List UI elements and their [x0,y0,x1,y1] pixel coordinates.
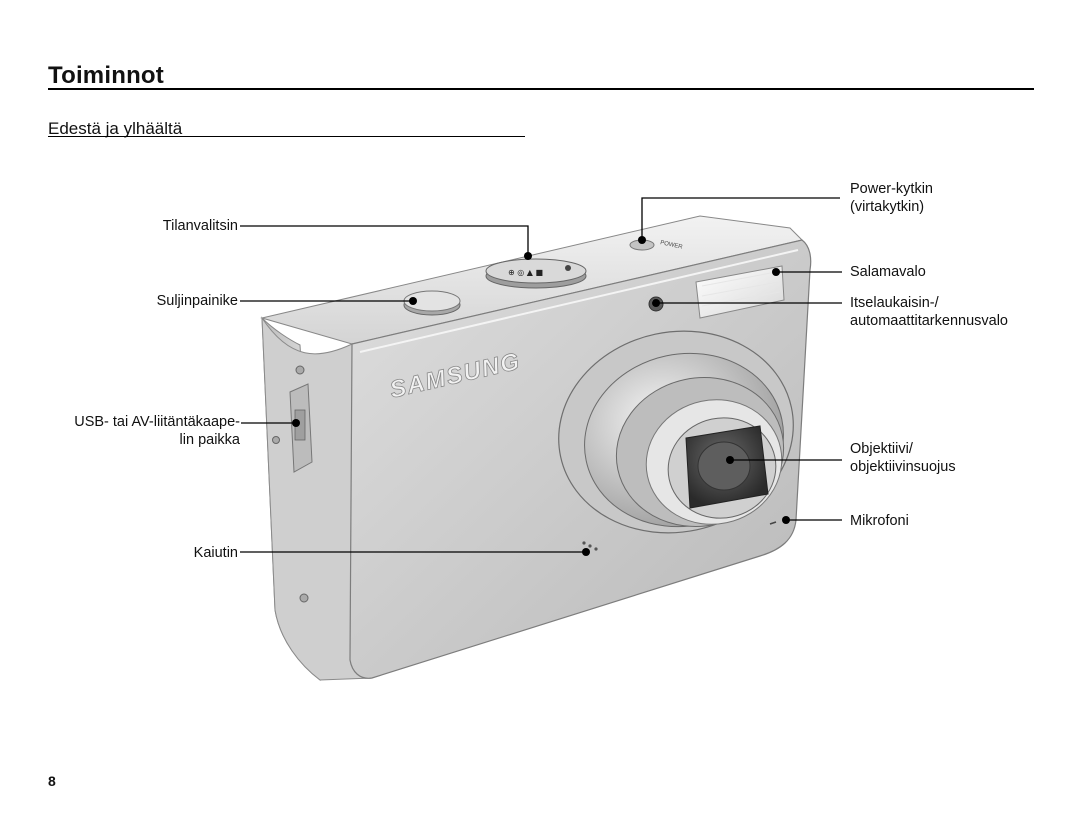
flash-window [695,265,785,319]
callout-lens: Objektiivi/ objektiivinsuojus [850,440,956,476]
callout-usb-port: USB- tai AV-liitäntäkaape- lin paikka [74,413,240,449]
callout-flash: Salamavalo [850,264,926,280]
svg-text:POWER: POWER [660,240,684,251]
camera-left-side [261,316,373,682]
callout-lens-line2: objektiivinsuojus [850,459,956,475]
callout-speaker: Kaiutin [193,545,238,561]
page-title: Toiminnot [48,62,164,89]
callout-self-timer-line2: automaattitarkennusvalo [850,313,1008,329]
callout-power-button-line1: Power-kytkin [850,181,933,197]
power-button: POWER [629,239,684,251]
leader-dots [292,236,790,556]
page-number: 8 [48,773,56,789]
callout-shutter-button: Suljinpainike [156,293,238,309]
usb-port-cover [289,383,313,473]
microphone-hole [769,521,777,525]
callout-usb-port-line1: USB- tai AV-liitäntäkaape- [74,414,240,430]
callout-power-button-line2: (virtakytkin) [850,199,925,215]
callout-microphone: Mikrofoni [850,513,909,529]
svg-text:⊕ ◎ ▲ ■: ⊕ ◎ ▲ ■ [508,268,543,277]
section-title: Edestä ja ylhäältä [48,119,183,138]
side-screw-icon [272,365,309,603]
callout-self-timer: Itselaukaisin-/ automaattitarkennusvalo [850,294,1008,330]
lens-assembly [558,330,794,534]
callout-power-button: Power-kytkin (virtakytkin) [850,180,933,216]
callout-mode-dial: Tilanvalitsin [162,218,238,234]
shutter-button [403,290,461,316]
callout-lens-line1: Objektiivi/ [850,441,913,457]
leader-lines [240,197,842,553]
title-underline [48,88,1034,90]
mode-dial: ⊕ ◎ ▲ ■ [485,258,587,289]
leader-mode-dial [240,225,529,255]
callout-usb-port-line2: lin paikka [179,432,240,448]
callout-self-timer-line1: Itselaukaisin-/ [850,295,939,311]
leader-power [641,197,840,240]
section-underline [48,136,525,137]
